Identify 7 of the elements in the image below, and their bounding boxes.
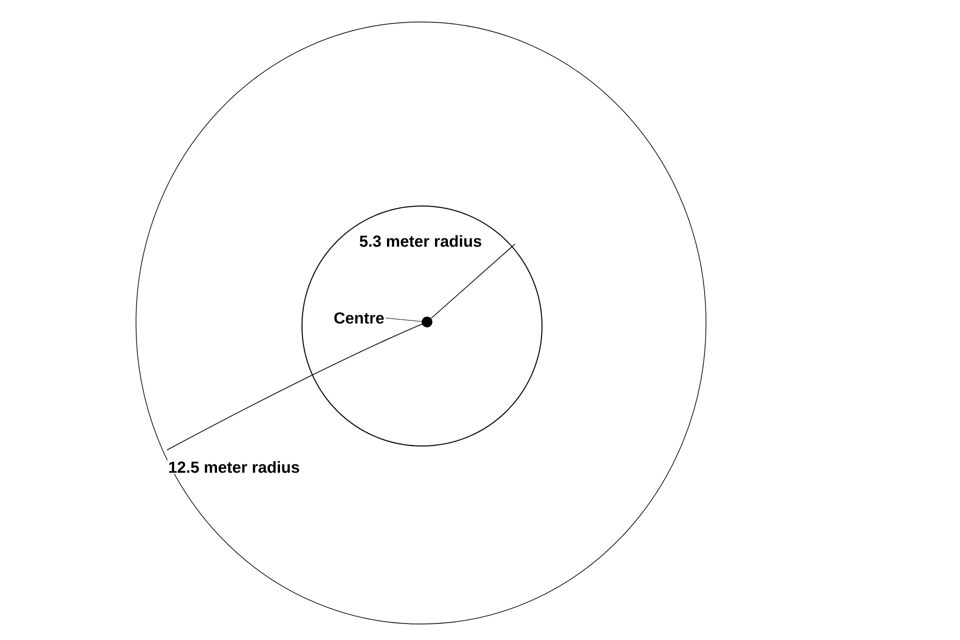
dimension-label: 5.3 meter radius	[358, 234, 483, 248]
outer-circle	[136, 22, 706, 624]
inner-circle	[302, 206, 542, 446]
centre-dot	[422, 316, 432, 328]
leader-line	[385, 318, 422, 322]
node-label: Centre	[334, 312, 384, 324]
dimension-label: 12.5 meter radius	[167, 460, 301, 474]
